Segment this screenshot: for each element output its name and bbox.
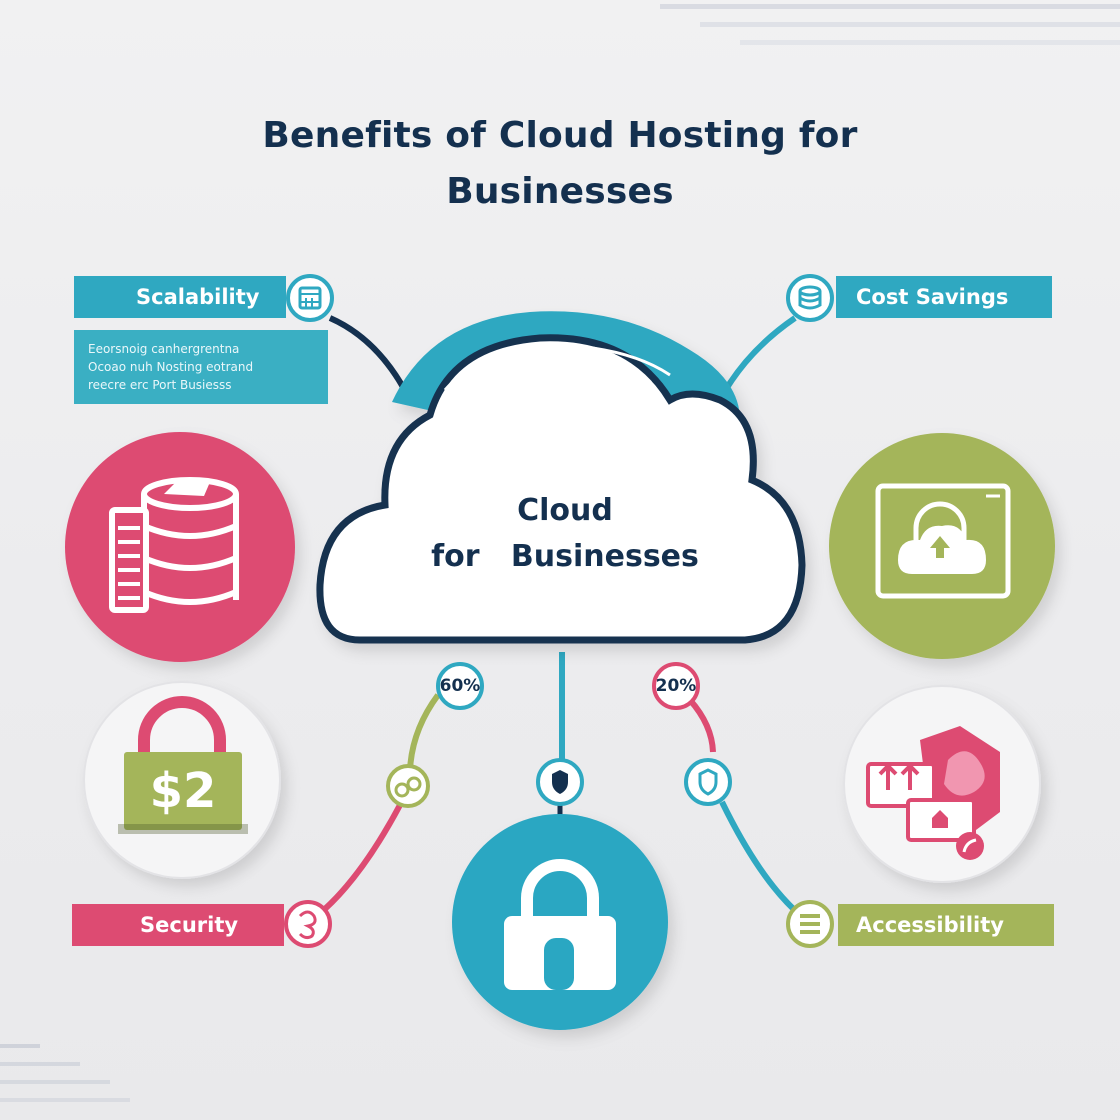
decorative-stripes-top	[660, 4, 1120, 45]
server-database-icon	[65, 432, 295, 662]
connector-scalability	[328, 315, 413, 402]
node-60	[436, 662, 484, 710]
connector-left-green	[407, 693, 441, 771]
page-title: Benefits of Cloud Hosting for Businesses	[262, 115, 858, 212]
node-20	[652, 662, 700, 710]
central-cloud	[316, 311, 806, 644]
scalability-description: Eeorsnoig canhergrentna Ocoao nuh Nostin…	[74, 330, 328, 404]
percentage-right: 20%	[655, 676, 697, 696]
label-cost-savings: Cost Savings	[836, 276, 1052, 318]
decorative-stripes-bottom	[0, 1044, 130, 1102]
shield-icon	[536, 758, 584, 806]
connector-right-pink	[687, 698, 716, 753]
connector-cost-savings	[719, 315, 797, 398]
security-amount: $2	[149, 763, 217, 819]
label-scalability: Scalability	[74, 276, 286, 318]
label-accessibility: Accessibility	[838, 904, 1054, 946]
security-node-icon	[284, 900, 332, 948]
label-security: Security	[72, 904, 284, 946]
percentage-left: 60%	[439, 676, 481, 696]
calendar-icon	[286, 274, 334, 322]
cloud-center-text: Cloud for Businesses	[431, 493, 699, 574]
shield-icon-right	[684, 758, 732, 806]
connector-security	[316, 803, 403, 918]
coin-stack-icon	[786, 274, 834, 322]
connector-accessibility	[719, 800, 802, 918]
database-icon	[786, 900, 834, 948]
coins-icon	[386, 764, 430, 808]
